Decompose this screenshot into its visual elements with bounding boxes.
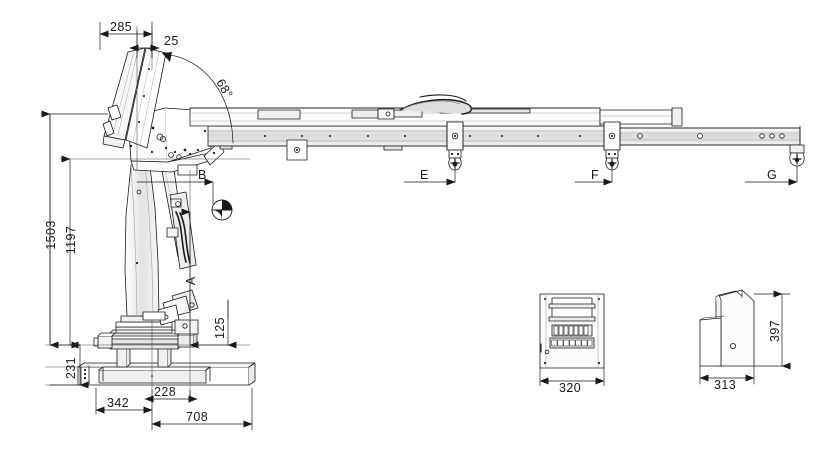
dim-label-1197: 1197 bbox=[64, 226, 78, 254]
dim-label-231: 231 bbox=[64, 357, 78, 379]
dim-label-313: 313 bbox=[714, 378, 736, 392]
dimension-25 bbox=[129, 29, 160, 59]
datum-symbol bbox=[211, 199, 233, 221]
dim-label-B: B bbox=[198, 168, 206, 182]
slew-housing bbox=[93, 315, 198, 350]
dimension-F bbox=[574, 167, 613, 186]
dim-label-285: 285 bbox=[110, 20, 132, 34]
control-panel-front-view bbox=[539, 293, 605, 387]
dim-label-397: 397 bbox=[768, 320, 782, 342]
dimension-E bbox=[403, 167, 456, 186]
crane-base-assembly bbox=[77, 344, 256, 386]
dim-label-E: E bbox=[420, 168, 428, 182]
dimension-1503 bbox=[41, 110, 109, 349]
dim-label-342: 342 bbox=[107, 396, 129, 410]
dim-label-708: 708 bbox=[186, 410, 208, 424]
folded-jib-mast bbox=[102, 47, 174, 158]
dim-label-1503: 1503 bbox=[44, 220, 58, 249]
boom-tip-G bbox=[789, 144, 805, 167]
dim-label-F: F bbox=[591, 168, 599, 182]
dimension-231 bbox=[49, 341, 89, 389]
dim-label-G: G bbox=[767, 168, 777, 182]
dim-label-320: 320 bbox=[559, 381, 581, 395]
dim-label-228: 228 bbox=[154, 385, 176, 399]
dim-label-A: A bbox=[184, 276, 198, 285]
dimension-313 bbox=[699, 365, 755, 385]
dimension-228 bbox=[144, 389, 198, 403]
crane-column bbox=[124, 156, 160, 317]
dim-label-125: 125 bbox=[213, 317, 227, 339]
boom-joint-F bbox=[603, 121, 621, 171]
angle-arc-68 bbox=[162, 52, 234, 144]
dimension-B bbox=[136, 178, 214, 205]
control-panel-side-view bbox=[699, 289, 791, 385]
dimension-342 bbox=[95, 387, 153, 415]
dimension-708 bbox=[151, 387, 253, 431]
boom-joint-E bbox=[446, 121, 464, 171]
dim-label-68-deg: 68° bbox=[213, 77, 235, 101]
dim-label-25: 25 bbox=[164, 34, 179, 48]
dimension-125 bbox=[189, 299, 237, 349]
boom-extension bbox=[599, 107, 801, 151]
main-boom bbox=[189, 94, 613, 161]
dimension-320 bbox=[539, 367, 605, 387]
dimension-G bbox=[744, 165, 798, 186]
dimension-397 bbox=[753, 290, 791, 370]
